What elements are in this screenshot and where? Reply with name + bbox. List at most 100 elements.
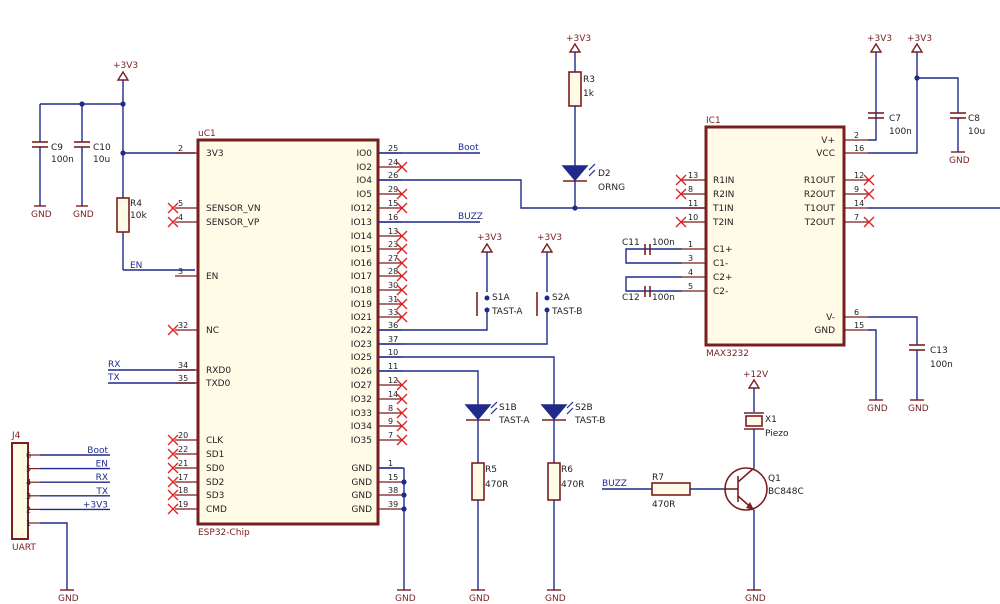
- pin-number: 13: [388, 227, 398, 236]
- switch-s2a: S2A TAST-B: [536, 292, 582, 317]
- svg-text:+3V3: +3V3: [537, 233, 562, 243]
- power-symbol-3v3-c8: +3V3: [907, 34, 932, 53]
- ref-label: C9: [51, 143, 63, 153]
- j4-name: UART: [12, 543, 36, 553]
- net-label-buzz: BUZZ: [458, 212, 483, 222]
- net-label-buzz-q1: BUZZ: [602, 479, 627, 489]
- capacitor-c13: C13 100n: [909, 344, 953, 370]
- pin-number: 26: [388, 171, 398, 180]
- ref-label: R4: [130, 199, 142, 209]
- pin-name: V+: [821, 136, 835, 146]
- no-connect-marker: [863, 174, 875, 186]
- gnd-symbol-q1: GND: [745, 589, 766, 604]
- no-connect-marker: [396, 298, 408, 310]
- pin-name: IO16: [351, 259, 372, 269]
- pin-number: 7: [854, 213, 859, 222]
- pin-number: 11: [688, 199, 698, 208]
- pin-number: 29: [388, 185, 398, 194]
- pin-name: GND: [814, 326, 835, 336]
- pin-name: SD0: [206, 464, 225, 474]
- max-pin-c2-: 5C2-: [682, 282, 728, 297]
- pin-number: 5: [688, 282, 693, 291]
- no-connect-marker: [396, 257, 408, 269]
- svg-text:GND: GND: [73, 210, 94, 220]
- no-connect-marker: [396, 230, 408, 242]
- gnd-symbol-r5: GND: [469, 589, 490, 604]
- pin-number: 3: [26, 492, 31, 501]
- gnd-symbol-j4: GND: [58, 589, 79, 604]
- gnd-symbol-c10: GND: [73, 205, 94, 220]
- led-s1b: S1B TAST-A: [464, 401, 530, 426]
- net-label-en: EN: [130, 261, 142, 271]
- pin-number: 31: [388, 295, 398, 304]
- pin-name: T1OUT: [804, 204, 836, 214]
- value-label: TAST-A: [491, 307, 523, 317]
- pin-name: C2+: [713, 273, 733, 283]
- capacitor-c7: C7 100n: [868, 112, 912, 137]
- svg-text:GND: GND: [58, 594, 79, 604]
- no-connect-marker: [396, 161, 408, 173]
- power-symbol-3v3-left: +3V3: [113, 61, 138, 104]
- piezo-x1: X1 Piezo: [744, 412, 789, 439]
- capacitor-c11: C11 100n: [622, 238, 682, 264]
- pin-name: EN: [206, 272, 218, 282]
- ref-label: C10: [93, 143, 111, 153]
- no-connect-marker: [396, 393, 408, 405]
- ref-label: Q1: [768, 474, 781, 484]
- resistor-r3: R3 1k: [568, 71, 595, 107]
- svg-text:+3V3: +3V3: [566, 34, 591, 44]
- capacitor-c8: C8 10u: [950, 112, 985, 137]
- pin-name: SD2: [206, 478, 224, 488]
- svg-text:GND: GND: [469, 594, 490, 604]
- pin-number: 4: [26, 478, 31, 487]
- pin-number: 3: [178, 267, 183, 276]
- value-label: 100n: [930, 360, 953, 370]
- pin-name: IO14: [351, 232, 372, 242]
- pin-name: T1IN: [712, 204, 734, 214]
- pin-name: IO0: [357, 149, 373, 159]
- power-symbol-12v: +12V: [743, 370, 769, 389]
- pin-number: 24: [388, 158, 398, 167]
- pin-number: 16: [388, 213, 398, 222]
- ref-label: S1A: [492, 293, 510, 303]
- no-connect-marker: [863, 216, 875, 228]
- net-label: RX: [96, 473, 108, 483]
- pin-number: 36: [388, 321, 398, 330]
- value-label: Piezo: [765, 429, 789, 439]
- j4-pin: 1: [26, 519, 40, 528]
- pin-number: 1: [26, 519, 31, 528]
- no-connect-marker: [167, 216, 179, 228]
- resistor-r7: R7 470R: [651, 473, 691, 510]
- pin-name: VCC: [816, 149, 835, 159]
- pin-number: 5: [178, 199, 183, 208]
- net-label: Boot: [87, 446, 108, 456]
- pin-name: C1+: [713, 245, 733, 255]
- pin-name: C2-: [713, 287, 728, 297]
- j4-pin: 4 RX: [26, 473, 110, 487]
- pin-name: SENSOR_VN: [206, 204, 261, 214]
- pin-name: RXD0: [206, 366, 231, 376]
- pin-name: IO35: [351, 436, 372, 446]
- pin-number: 33: [388, 308, 398, 317]
- pin-name: SD1: [206, 450, 224, 460]
- pin-name: TXD0: [205, 379, 231, 389]
- pin-name: IO5: [357, 190, 372, 200]
- ref-label: C8: [968, 114, 980, 124]
- pin-number: 9: [854, 185, 859, 194]
- capacitor-c10: C10 10u: [74, 104, 111, 206]
- pin-number: 4: [178, 213, 183, 222]
- max-pin-v+: 2V+: [821, 131, 868, 146]
- max-pin-c1+: 1C1+: [682, 240, 733, 255]
- value-label: 470R: [561, 480, 584, 490]
